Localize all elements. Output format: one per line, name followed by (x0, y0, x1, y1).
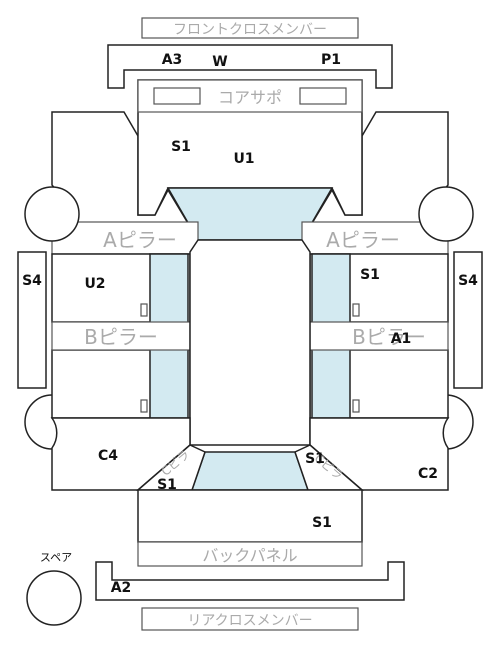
front-cross-member-label: フロントクロスメンバー (173, 22, 327, 38)
code-rear-left: C4 (98, 448, 118, 464)
rear-bumper-outline (95, 561, 405, 601)
b-pillar-left-label: Bピラー (84, 325, 158, 349)
wheel-front-left (24, 186, 80, 242)
a-pillar-left-label: Aピラー (103, 228, 177, 252)
code-c-pillar-left: S1 (157, 477, 177, 493)
left-front-handle (140, 303, 148, 317)
back-panel-label: バックパネル (202, 546, 297, 565)
code-rear-bumper: A2 (111, 580, 132, 596)
code-left-side: S4 (22, 273, 42, 289)
b-pillar-left-band (51, 321, 191, 351)
trunk-lid (137, 489, 363, 543)
code-hood-center: U1 (233, 151, 254, 167)
code-front-right: P1 (321, 52, 341, 68)
wheel-front-right (418, 186, 474, 242)
a-pillar-right-label: Aピラー (326, 228, 400, 252)
spare-tire (26, 570, 82, 626)
front-bumper-outline (107, 44, 393, 89)
rear-cross-member-label: リアクロスメンバー (187, 613, 312, 629)
code-front-door-right: S1 (360, 267, 380, 283)
code-hood-left: S1 (171, 139, 191, 155)
code-trunk: S1 (312, 515, 332, 531)
code-front-door-left: U2 (84, 276, 105, 292)
headlight-left (153, 87, 201, 105)
core-support-label: コアサポ (218, 88, 282, 107)
front-cross-member-box (141, 17, 359, 39)
code-right-side: S4 (458, 273, 478, 289)
code-rear-right: C2 (418, 466, 438, 482)
code-front-left: A3 (162, 52, 183, 68)
b-pillar-right-band (309, 321, 449, 351)
rear-cross-member-box (141, 607, 359, 631)
right-rear-handle (352, 399, 360, 413)
right-side-sill (453, 251, 483, 389)
left-side-sill (17, 251, 47, 389)
code-c-pillar-right: S1 (305, 451, 325, 467)
roof-outline (189, 239, 311, 446)
headlight-right (299, 87, 347, 105)
left-rear-handle (140, 399, 148, 413)
code-front-center: W (212, 54, 227, 70)
spare-label: スペア (40, 551, 72, 564)
rear-window-glass (190, 451, 310, 491)
code-b-pillar-right: A1 (391, 331, 412, 347)
back-panel-box (137, 541, 363, 567)
b-pillar-right-label: Bピラー (352, 325, 426, 349)
right-front-handle (352, 303, 360, 317)
